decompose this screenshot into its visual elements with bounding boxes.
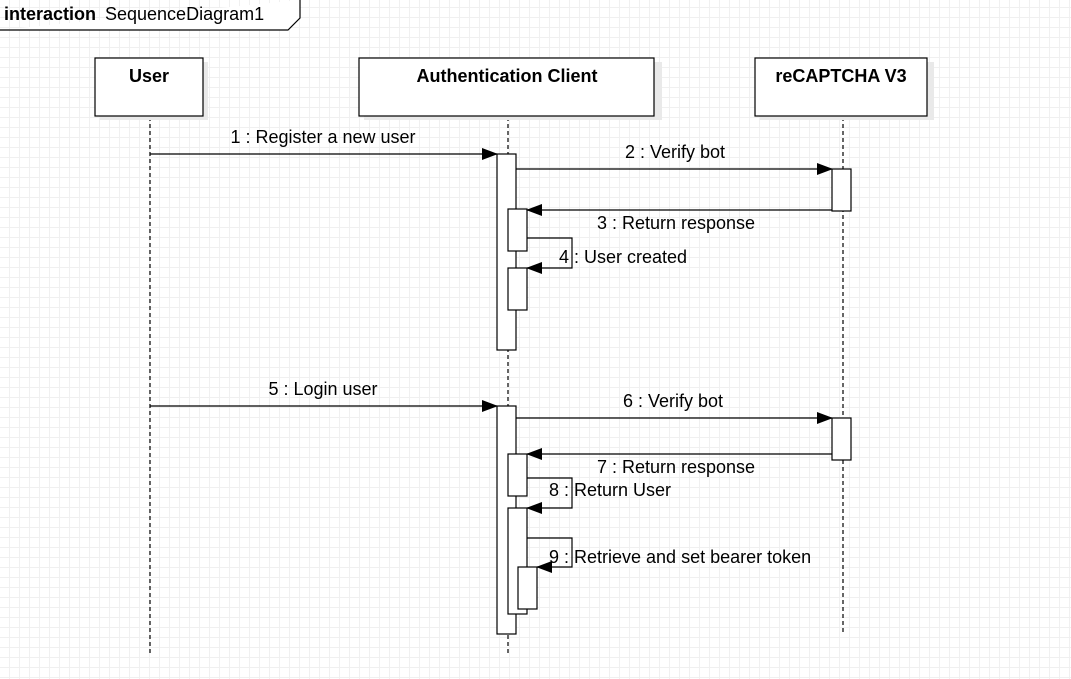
lifeline-head-auth-client-label: Authentication Client (417, 66, 598, 86)
message-labels: 1 : Register a new user 2 : Verify bot 3… (230, 127, 811, 567)
frame-keyword: interaction (4, 4, 96, 24)
message-label-5: 5 : Login user (268, 379, 377, 399)
message-label-3: 3 : Return response (597, 213, 755, 233)
lifeline-head-recaptcha-label: reCAPTCHA V3 (775, 66, 906, 86)
message-label-9: 9 : Retrieve and set bearer token (549, 547, 811, 567)
activation-recaptcha-verify-2 (831, 417, 852, 461)
activations (496, 153, 852, 635)
lifeline-head-user-label: User (129, 66, 169, 86)
message-arrow-8 (526, 477, 573, 514)
lifeline-head-recaptcha (754, 57, 928, 117)
activation-auth-token (517, 566, 538, 610)
message-label-8: 8 : Return User (549, 480, 671, 500)
frame-name: SequenceDiagram1 (105, 4, 264, 24)
activation-auth-user-created (507, 267, 528, 311)
message-arrow-4 (526, 237, 573, 274)
messages (150, 148, 833, 573)
activation-auth-response-2 (507, 453, 528, 497)
lifeline-head-auth-client (358, 57, 655, 117)
message-label-4: 4 : User created (559, 247, 687, 267)
message-arrow-9 (527, 537, 573, 573)
activation-auth-response-1 (507, 208, 528, 252)
message-label-6: 6 : Verify bot (623, 391, 723, 411)
message-label-1: 1 : Register a new user (230, 127, 415, 147)
lifeline-head-user (94, 57, 204, 117)
activation-recaptcha-verify-1 (831, 168, 852, 212)
message-label-7: 7 : Return response (597, 457, 755, 477)
interaction-frame: interaction SequenceDiagram1 (0, 0, 301, 31)
lifeline-heads: User Authentication Client reCAPTCHA V3 (94, 57, 934, 120)
frame-tab (0, 0, 301, 31)
activation-auth-register (496, 153, 517, 351)
message-label-2: 2 : Verify bot (625, 142, 725, 162)
